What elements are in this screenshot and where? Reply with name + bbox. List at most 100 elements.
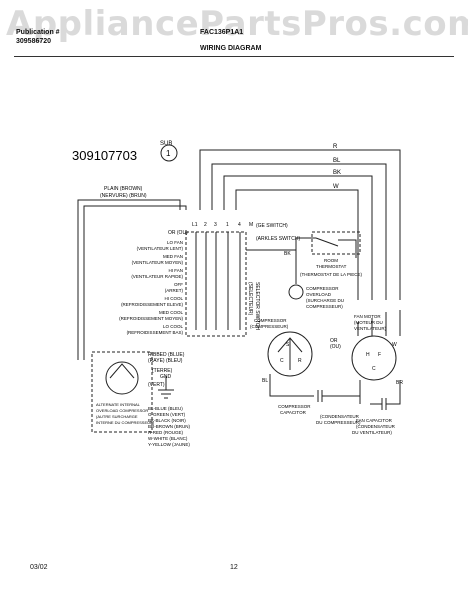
sub-number: 1 — [166, 149, 171, 158]
alternate-label-4: INTERNE DU COMPRESSEUR) — [96, 420, 155, 425]
header-divider — [14, 56, 454, 57]
terminal-c: C — [280, 358, 284, 364]
pos-hi-fan-fr: (VENTILATEUR RAPIDE) — [131, 274, 183, 279]
key-y: Y-YELLOW (JAUNE) — [148, 442, 190, 447]
overload-symbol — [288, 284, 304, 300]
wire-code-bl-small: BL — [262, 378, 268, 384]
pos-lo-cool-fr: (REFROIDISSEMENT BAS) — [127, 330, 184, 335]
selector-switch-fr-label: (SELECTEUR) — [247, 282, 253, 316]
term-1: 1 — [226, 222, 229, 228]
wire-bl — [211, 163, 387, 300]
pos-med-fan-fr: (VENTILATEUR MOYEN) — [132, 260, 184, 265]
wire-code-bk: BK — [333, 170, 341, 176]
fan-motor-label-1: FAN MOTOR — [354, 314, 381, 319]
pos-hi-fan: HI FAN — [168, 268, 183, 273]
alternate-label-1: ALTERNATE INTERNAL — [96, 402, 141, 407]
key-r: R-RED (ROUGE) — [148, 430, 183, 435]
pos-lo-cool: LO COOL — [163, 324, 184, 329]
comp-cap-label-1: COMPRESSOR — [278, 404, 311, 409]
pos-med-fan: MED FAN — [163, 254, 183, 259]
thermostat-label-2: THERMOSTAT — [316, 264, 347, 269]
wire-code-r: R — [333, 144, 338, 150]
thermostat-label-1: ROOM — [324, 258, 338, 263]
ribbed-label: RIBBED (BLUE) — [148, 352, 185, 358]
overload-label-3: (SURCHARGE DU — [306, 298, 344, 303]
key-br: BR-BROWN (BRUN) — [148, 424, 190, 429]
ge-switch-label: (GE SWITCH) — [256, 223, 288, 229]
publication-label: Publication # — [16, 29, 60, 36]
compressor-label-1: COMPRESSOR — [254, 318, 287, 323]
term-3: 3 — [214, 222, 217, 228]
ribbed-supply-label: (NERVURE) (BRUN) — [100, 193, 147, 199]
alternate-overload-box — [91, 351, 153, 433]
wire-code-w-small: W — [392, 342, 397, 348]
term-m: M — [249, 222, 253, 228]
ou-small: (OU) — [330, 344, 341, 350]
comp-cap-label-3: (CONDENSATEUR — [320, 414, 360, 419]
fan-motor-label-3: VENTILATEUR) — [354, 326, 387, 331]
thermostat-box — [311, 231, 361, 255]
wire-code-br: BR — [396, 380, 403, 386]
key-bk: BK-BLACK (NOIR) — [148, 418, 186, 423]
alternate-label-3: (AUTRE SURCHARGE — [96, 414, 138, 419]
fan-cap-label-3: DU VENTILATEUR) — [352, 430, 392, 435]
footer-date: 03/02 — [30, 564, 48, 571]
pos-med-cool: MED COOL — [159, 310, 184, 315]
alternate-label-2: OVERLOAD COMPRESSOR — [96, 408, 148, 413]
ground-label: (TERRE) — [152, 368, 173, 374]
part-number: 309107703 — [72, 148, 137, 163]
page-title: WIRING DIAGRAM — [200, 45, 262, 52]
pos-off: OFF — [174, 282, 183, 287]
compressor-symbol — [267, 331, 313, 377]
pos-hi-cool: HI COOL — [164, 296, 183, 301]
wire-code-bk-small: BK — [284, 251, 291, 257]
gnd-label: GND — [160, 374, 172, 380]
pos-off-fr: (ARRET) — [165, 288, 184, 293]
pos-lo-fan: LO FAN — [167, 240, 183, 245]
selector-switch-label: SELECTOR SWITCH — [254, 282, 260, 330]
overload-label-1: COMPRESSOR — [306, 286, 339, 291]
supply-plain — [77, 199, 181, 360]
terminal-s: S — [286, 342, 290, 348]
sub-label: SUB — [160, 141, 172, 147]
model-number: FAC136P1A1 — [200, 29, 244, 36]
fan-motor-label-2: (MOTEUR DU — [354, 320, 383, 325]
vert-label: (VERT) — [148, 382, 165, 388]
pos-lo-fan-fr: (VENTILATEUR LENT) — [137, 246, 184, 251]
supply-ribbed — [83, 205, 187, 360]
wire-r — [199, 149, 401, 300]
overload-label-4: COMPRESSEUR) — [306, 304, 343, 309]
or-label: OR (OU) — [168, 230, 188, 236]
overload-label-2: OVERLOAD — [306, 292, 332, 297]
terminal-r: R — [298, 358, 302, 364]
terminal-h: H — [366, 352, 370, 358]
plain-label: PLAIN (BROWN) — [104, 186, 143, 192]
key-w: W-WHITE (BLANC) — [148, 436, 188, 441]
comp-cap-label-4: DU COMPRESSEUR) — [316, 420, 361, 425]
terminal-f: F — [378, 352, 381, 358]
wire-thermostat — [246, 237, 316, 251]
wire-code-w: W — [333, 184, 339, 190]
sub-circle — [160, 144, 178, 162]
terminal-c2: C — [372, 366, 376, 372]
wire-code-bl: BL — [333, 158, 341, 164]
term-4: 4 — [238, 222, 241, 228]
thermostat-label-3: (THERMOSTAT DE LA PIECE) — [300, 272, 363, 277]
wire-bk — [223, 175, 373, 300]
fan-cap-label-2: (CONDENSATEUR — [356, 424, 396, 429]
term-l1: L1 — [192, 222, 198, 228]
ribbed-fr-label: (RAYE) (BLEU) — [148, 358, 183, 364]
arkles-switch-label: (ARKLES SWITCH) — [256, 236, 301, 242]
fan-motor-symbol — [351, 335, 397, 381]
pos-hi-cool-fr: (REFROIDISSEMENT ELEVE) — [121, 302, 183, 307]
key-bl: BL-BLUE (BLEU) — [148, 406, 183, 411]
pos-med-cool-fr: (REFROIDISSEMENT MOYEN) — [119, 316, 183, 321]
or-small: OR — [330, 338, 338, 344]
term-2: 2 — [204, 222, 207, 228]
publication-number: 309586720 — [16, 38, 52, 45]
key-g: G-GREEN (VERT) — [148, 412, 186, 417]
comp-cap-label-2: CAPACITOR — [280, 410, 307, 415]
footer-page-number: 12 — [230, 564, 238, 571]
